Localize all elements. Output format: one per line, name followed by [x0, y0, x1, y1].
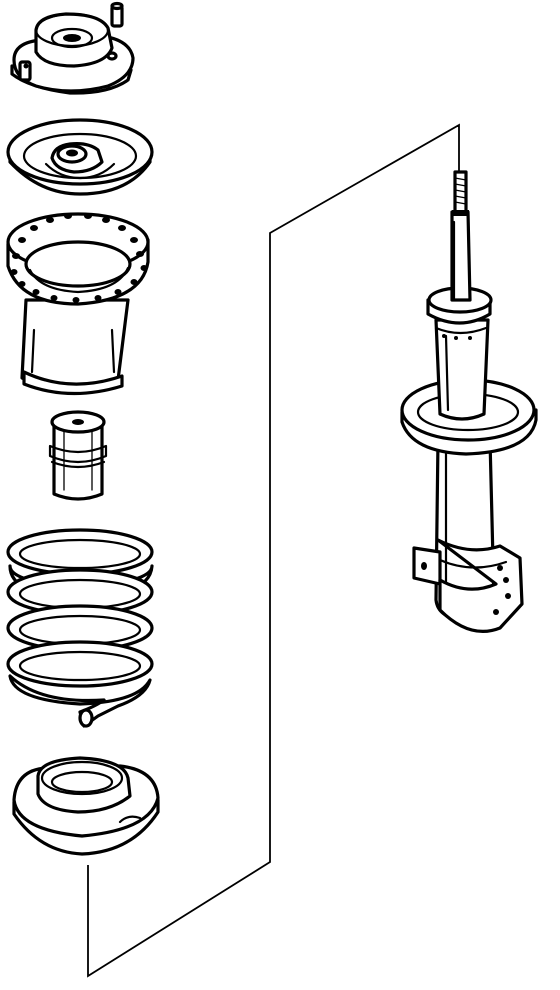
strut-top-mount-icon [10, 1, 135, 95]
lower-spring-seat-icon [12, 756, 160, 856]
strut-shock-absorber-icon [400, 170, 538, 633]
dust-boot-icon [6, 212, 150, 396]
coil-spring-icon [6, 528, 154, 728]
flange-holes [10, 213, 148, 303]
upper-spring-seat-icon [6, 118, 154, 196]
assembly-leader-line [87, 123, 460, 978]
bump-stop-icon [48, 410, 108, 501]
